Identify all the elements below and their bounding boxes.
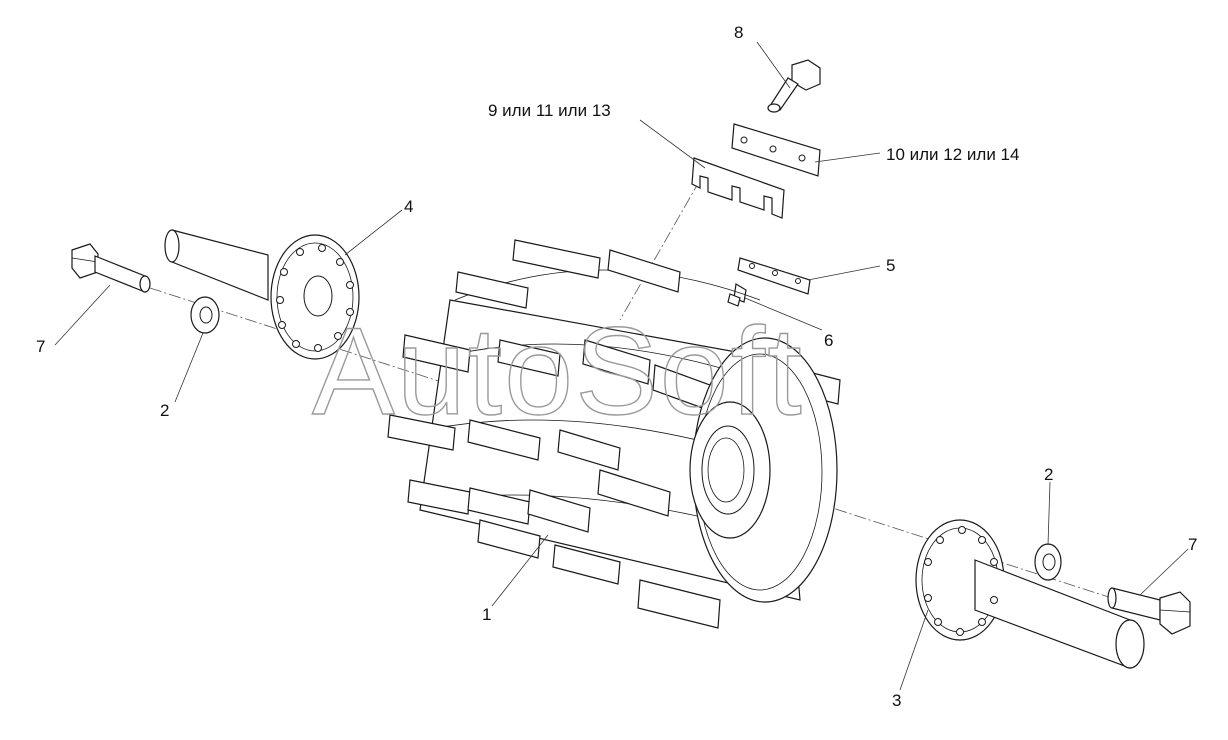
callout-4: 4 bbox=[404, 197, 413, 216]
flange-bolt-holes bbox=[276, 244, 354, 352]
vertical-assembly-line bbox=[619, 179, 701, 321]
shaft-left-flange bbox=[164, 229, 360, 360]
callout-7-left: 7 bbox=[36, 337, 45, 356]
callout-2-left: 2 bbox=[160, 401, 169, 420]
callout-9-11-13: 9 или 11 или 13 bbox=[488, 101, 611, 120]
callout-6: 6 bbox=[824, 331, 833, 350]
callout-7-right: 7 bbox=[1188, 535, 1197, 554]
washer-left bbox=[190, 296, 220, 334]
shaft-right-flange bbox=[915, 519, 1145, 669]
callout-8: 8 bbox=[734, 23, 743, 42]
callout-labels: 8 9 или 11 или 13 10 или 12 или 14 4 5 6… bbox=[36, 23, 1197, 710]
washer-right bbox=[1034, 543, 1062, 581]
knife-slotted bbox=[691, 157, 785, 219]
drum-end-disc bbox=[689, 337, 838, 603]
bolt-left bbox=[71, 243, 151, 293]
plate-upper bbox=[731, 123, 821, 177]
watermark-logo: AutoSoft bbox=[312, 303, 804, 441]
bolt-top bbox=[767, 59, 821, 113]
bolt-right bbox=[1107, 587, 1191, 635]
leader-lines bbox=[54, 41, 1189, 691]
callout-5: 5 bbox=[886, 256, 895, 275]
drum-assembly bbox=[387, 239, 841, 629]
flange-bolt-holes-right bbox=[924, 526, 998, 636]
callout-10-12-14: 10 или 12 или 14 bbox=[886, 145, 1019, 164]
bar-small bbox=[737, 257, 811, 295]
callout-2-right: 2 bbox=[1044, 465, 1053, 484]
callout-3: 3 bbox=[892, 691, 901, 710]
callout-1: 1 bbox=[482, 605, 491, 624]
